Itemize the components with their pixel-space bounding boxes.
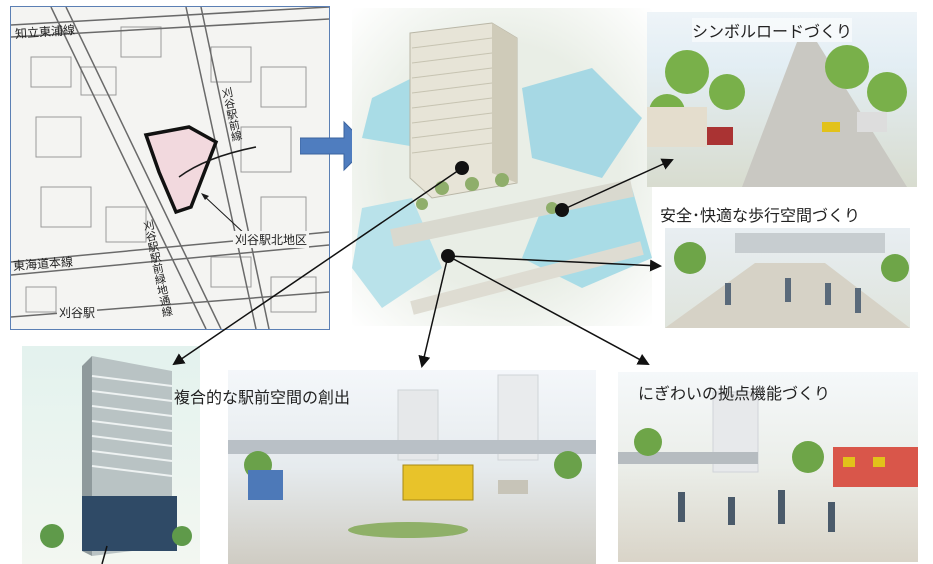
site-map: 知立東浦線 東海道本線 刈谷駅 刈谷駅北地区 刈谷駅前線 刈谷駅駅前緑地通線	[10, 6, 330, 330]
point-marker	[455, 161, 469, 175]
caption-bustle-hub: にぎわいの拠点機能づくり	[638, 384, 831, 403]
district-outline	[143, 125, 219, 215]
model-image	[352, 8, 652, 326]
point-marker	[441, 249, 455, 263]
bustle-hub-image	[618, 372, 918, 562]
caption-complex-plaza: 複合的な駅前空間の創出	[174, 388, 351, 407]
tower-render-image	[22, 346, 200, 564]
label-north-district: 刈谷駅北地区	[233, 231, 310, 248]
caption-safe-walkway: 安全･快適な歩行空間づくり	[660, 206, 861, 225]
point-marker	[555, 203, 569, 217]
caption-symbol-road: シンボルロードづくり	[692, 18, 853, 42]
walkway-image	[665, 228, 910, 328]
map-graphic	[11, 7, 329, 329]
label-kariya-station: 刈谷駅	[57, 304, 98, 321]
station-plaza-image	[228, 370, 596, 564]
